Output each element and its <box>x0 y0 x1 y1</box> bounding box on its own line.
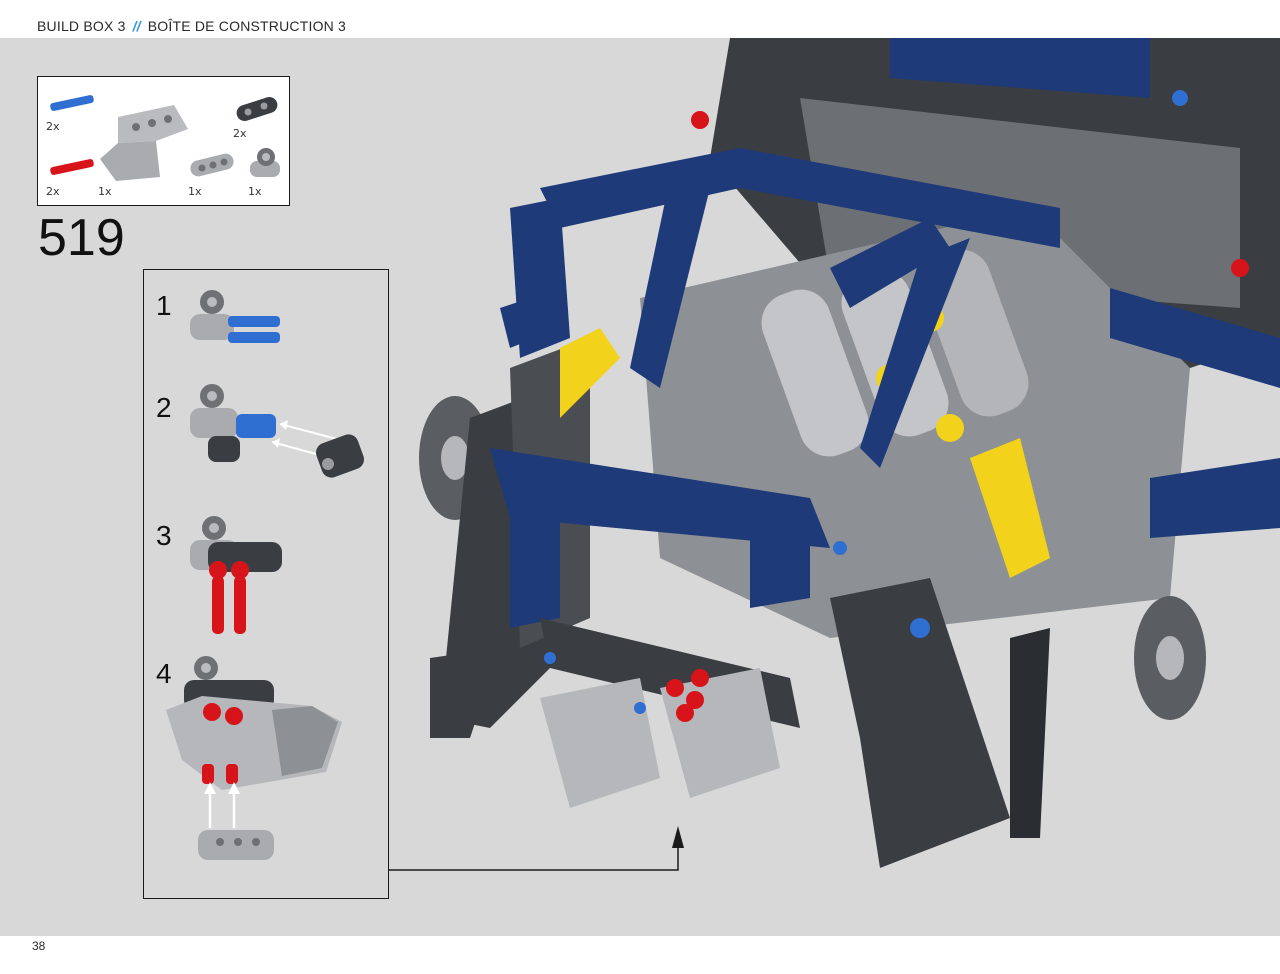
header-separator: // <box>132 18 141 34</box>
light-gray-panel-icon <box>100 105 188 181</box>
page-footer: 38 <box>0 936 1280 974</box>
substep-3-illustration <box>190 516 282 634</box>
blue-pin-icon <box>50 95 94 111</box>
header-title: BUILD BOX 3 // BOÎTE DE CONSTRUCTION 3 <box>37 18 346 34</box>
header-right-label: BOÎTE DE CONSTRUCTION 3 <box>147 18 347 34</box>
substep-2-illustration <box>190 384 365 478</box>
substep-number-1: 1 <box>156 290 172 321</box>
substep-number-4: 4 <box>156 658 172 689</box>
part-count-blue-pin: 2x <box>46 120 60 133</box>
page-header: BUILD BOX 3 // BOÎTE DE CONSTRUCTION 3 <box>0 0 1280 38</box>
part-count-connector: 1x <box>248 185 262 198</box>
part-count-light-beam: 1x <box>188 185 202 198</box>
connector-icon <box>250 148 280 177</box>
light-gray-beam-icon <box>190 153 234 177</box>
substep-box: 1 2 3 4 <box>143 269 389 899</box>
substep-number-3: 3 <box>156 520 172 551</box>
page-number: 38 <box>32 939 46 953</box>
parts-list-box: 2x 2x 2x 1x 1x 1x <box>37 76 290 206</box>
substep-number-2: 2 <box>156 392 172 423</box>
part-count-panel: 1x <box>98 185 112 198</box>
substep-1-illustration <box>190 290 280 343</box>
substep-4-illustration <box>166 656 342 860</box>
header-left-label: BUILD BOX 3 <box>37 18 126 34</box>
step-number: 519 <box>38 209 125 267</box>
model-illustration <box>419 38 1280 868</box>
part-count-dark-beam: 2x <box>233 127 247 140</box>
red-axle-pin-icon <box>50 159 94 175</box>
dark-gray-beam-icon <box>236 96 278 122</box>
part-count-red-pin: 2x <box>46 185 60 198</box>
